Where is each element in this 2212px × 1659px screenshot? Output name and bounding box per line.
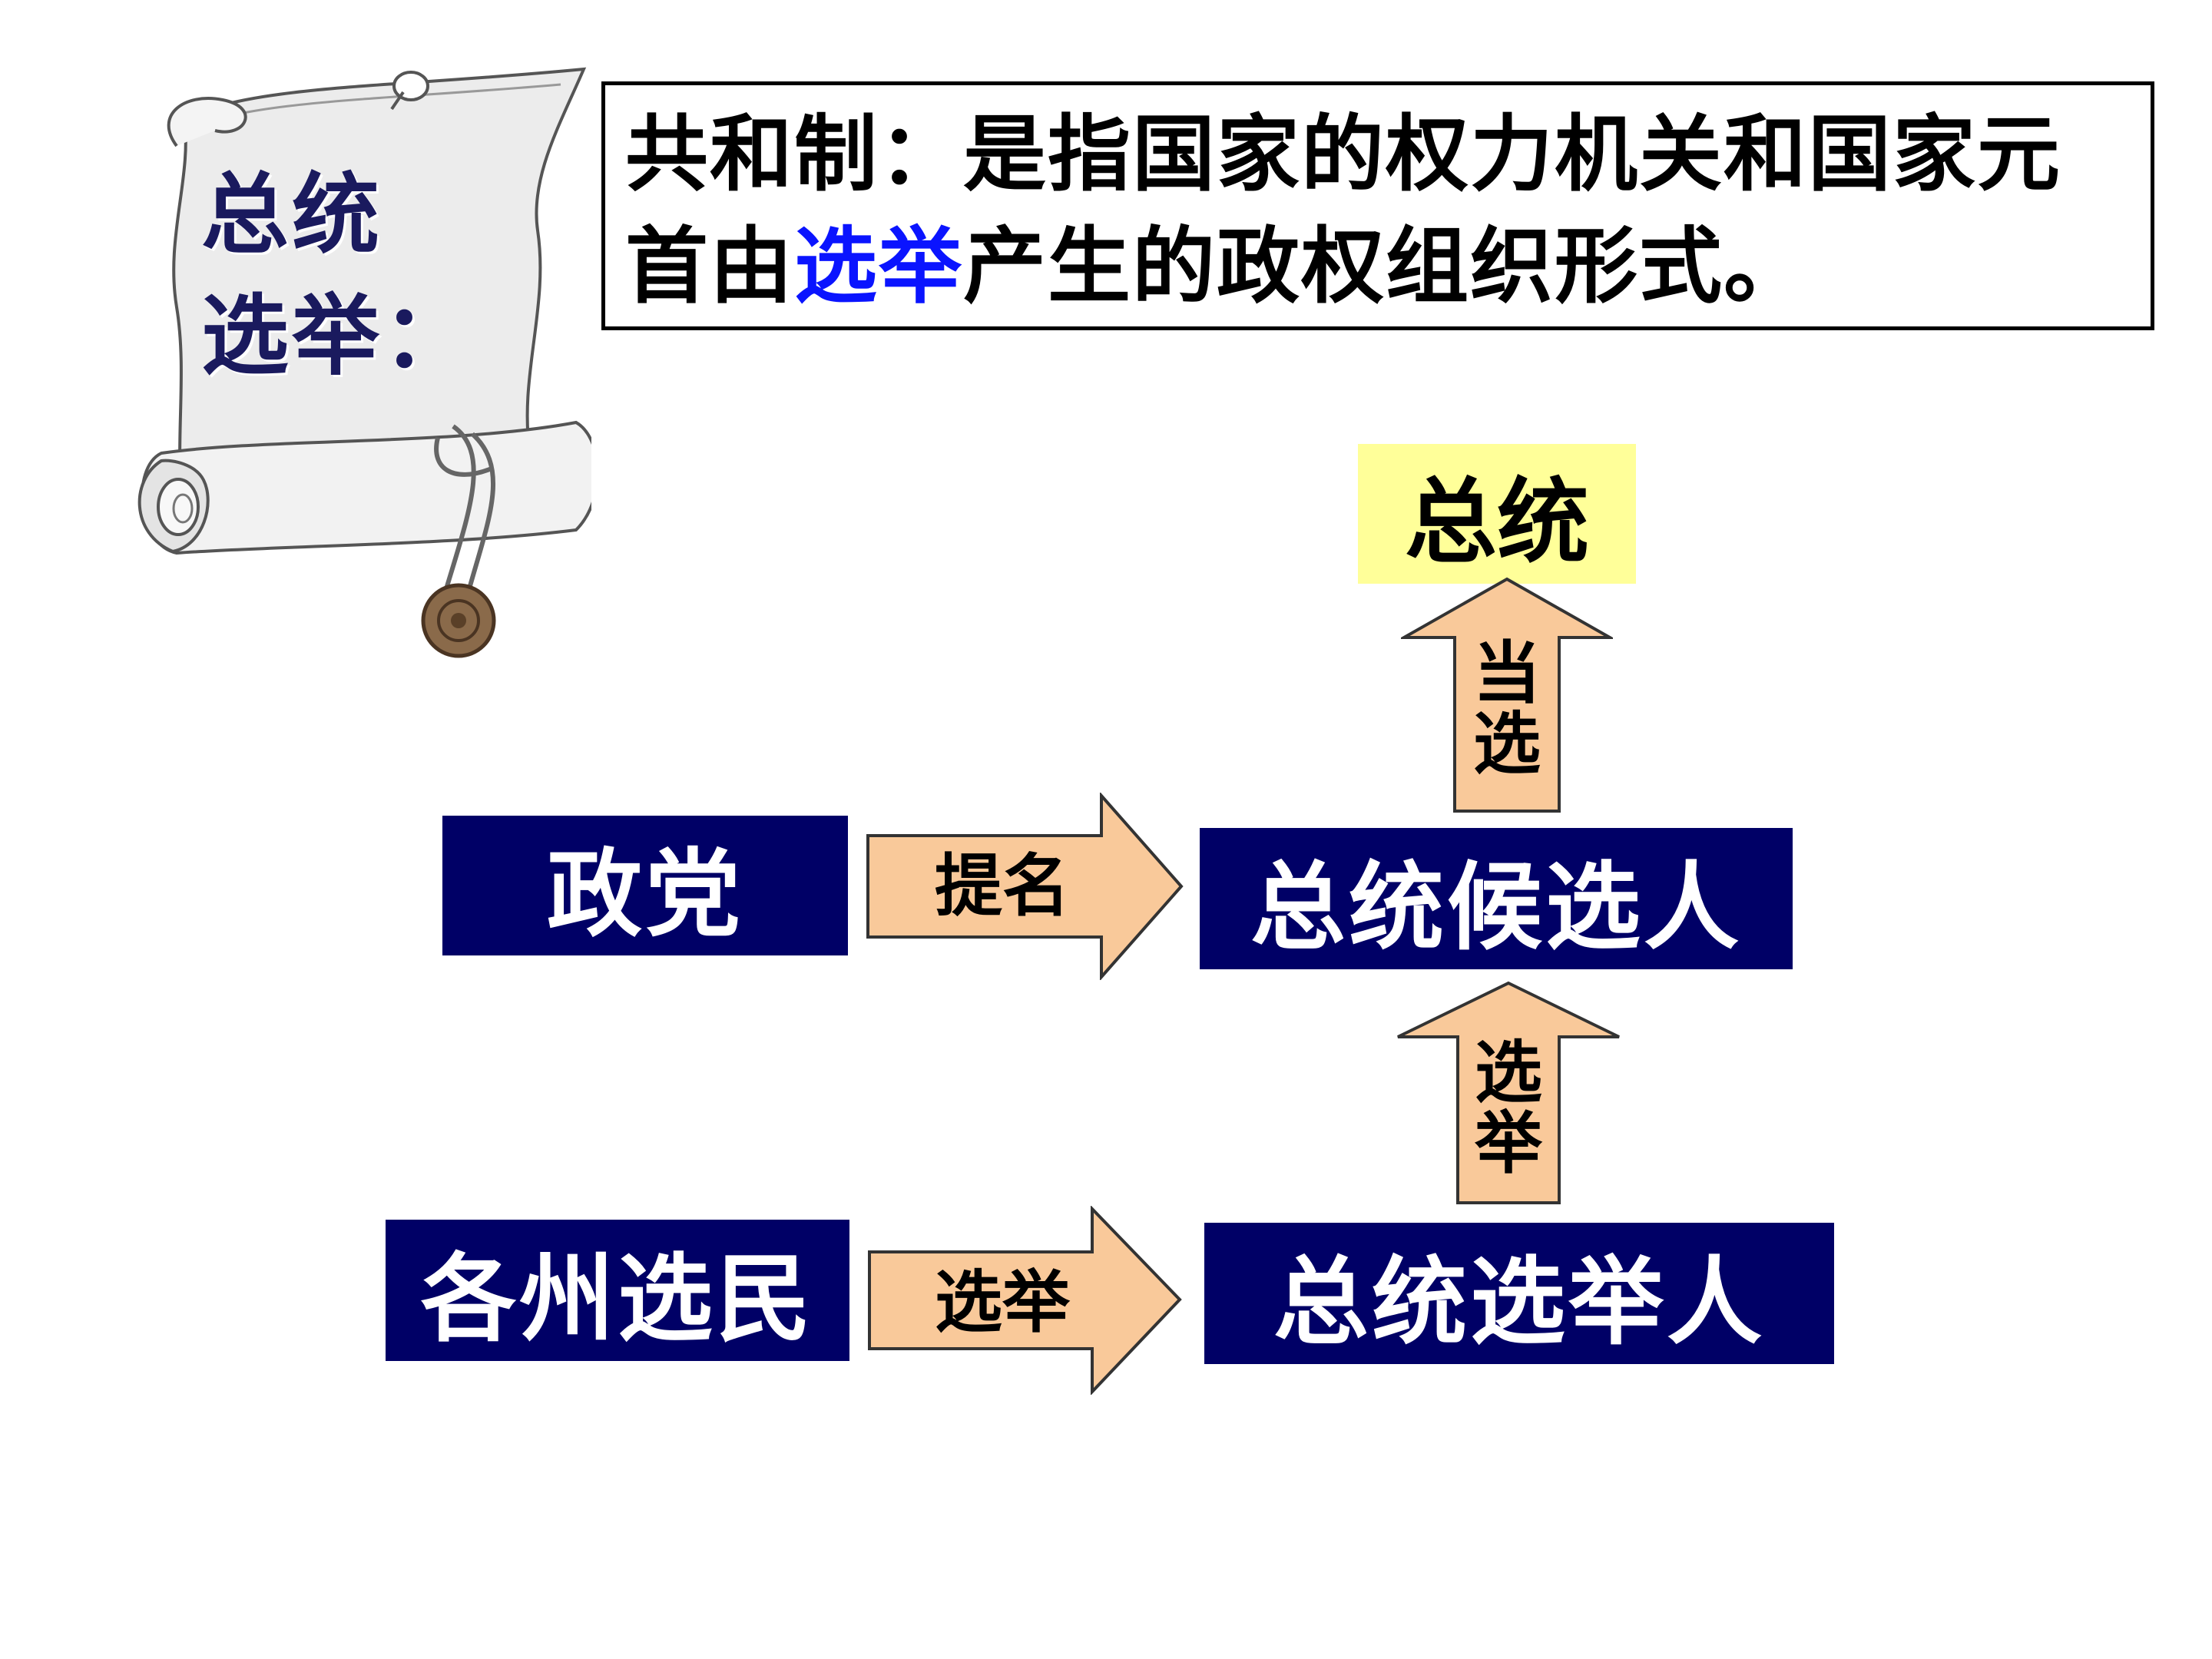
definition-box: 共和制：是指国家的权力机关和国家元首由选举产生的政权组织形式。 [601,81,2154,330]
scroll-icon [137,67,591,658]
elect-up-label: 选 举 [1474,1033,1542,1183]
scroll-illustration [131,54,591,684]
elect-up-arrow [1395,980,1622,1206]
scroll-title-line1: 总统 [201,163,383,266]
electors-box: 总统选举人 [1204,1223,1834,1364]
party-box: 政党 [442,816,848,955]
elected-label: 当 选 [1472,634,1541,783]
definition-part2: 产生的政权组织形式。 [963,219,1809,315]
definition-highlight: 选举 [794,219,964,315]
president-box: 总统 [1358,444,1636,584]
voters-box: 各州选民 [386,1220,849,1361]
scroll-title-line2: 选举： [201,284,474,387]
elect-arrow [866,1206,1183,1395]
elected-arrow [1401,576,1613,814]
elect-label: 选举 [934,1263,1070,1342]
candidate-box: 总统候选人 [1200,828,1793,969]
definition-text: 共和制：是指国家的权力机关和国家元首由选举产生的政权组织形式。 [625,99,2135,323]
nominate-label: 提名 [934,846,1070,926]
nominate-arrow [865,793,1184,980]
definition-part1: 共和制：是指国家的权力机关和国家元首由 [625,107,2062,315]
